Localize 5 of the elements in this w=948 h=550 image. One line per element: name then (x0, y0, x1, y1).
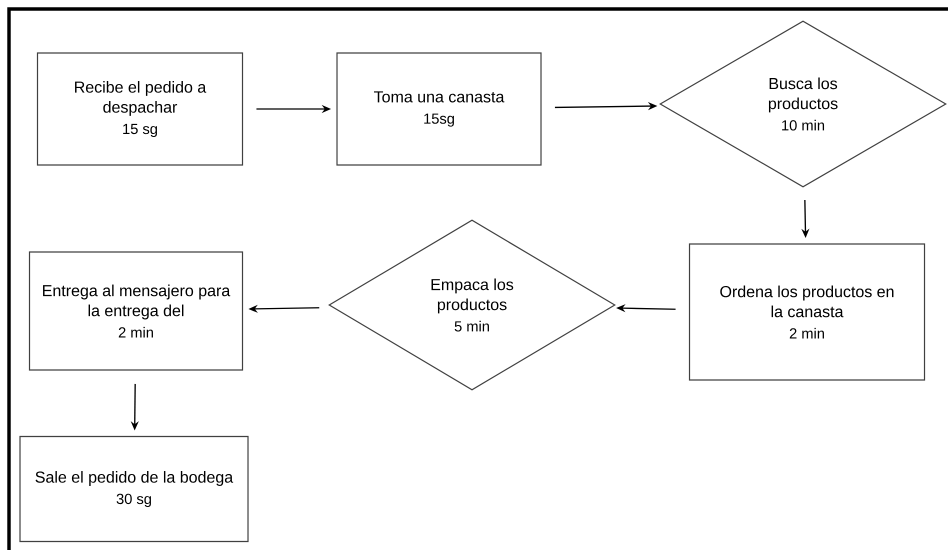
process-box: Ordena los productos en la canasta 2 min (688, 243, 926, 381)
process-box: Toma una canasta 15sg (336, 52, 542, 166)
process-box: Sale el pedido de la bodega 30 sg (19, 436, 249, 542)
process-box: Entrega al mensajero para la entrega del 2 min (28, 251, 244, 371)
process-box: Recibe el pedido a despachar 15 sg (36, 52, 244, 166)
